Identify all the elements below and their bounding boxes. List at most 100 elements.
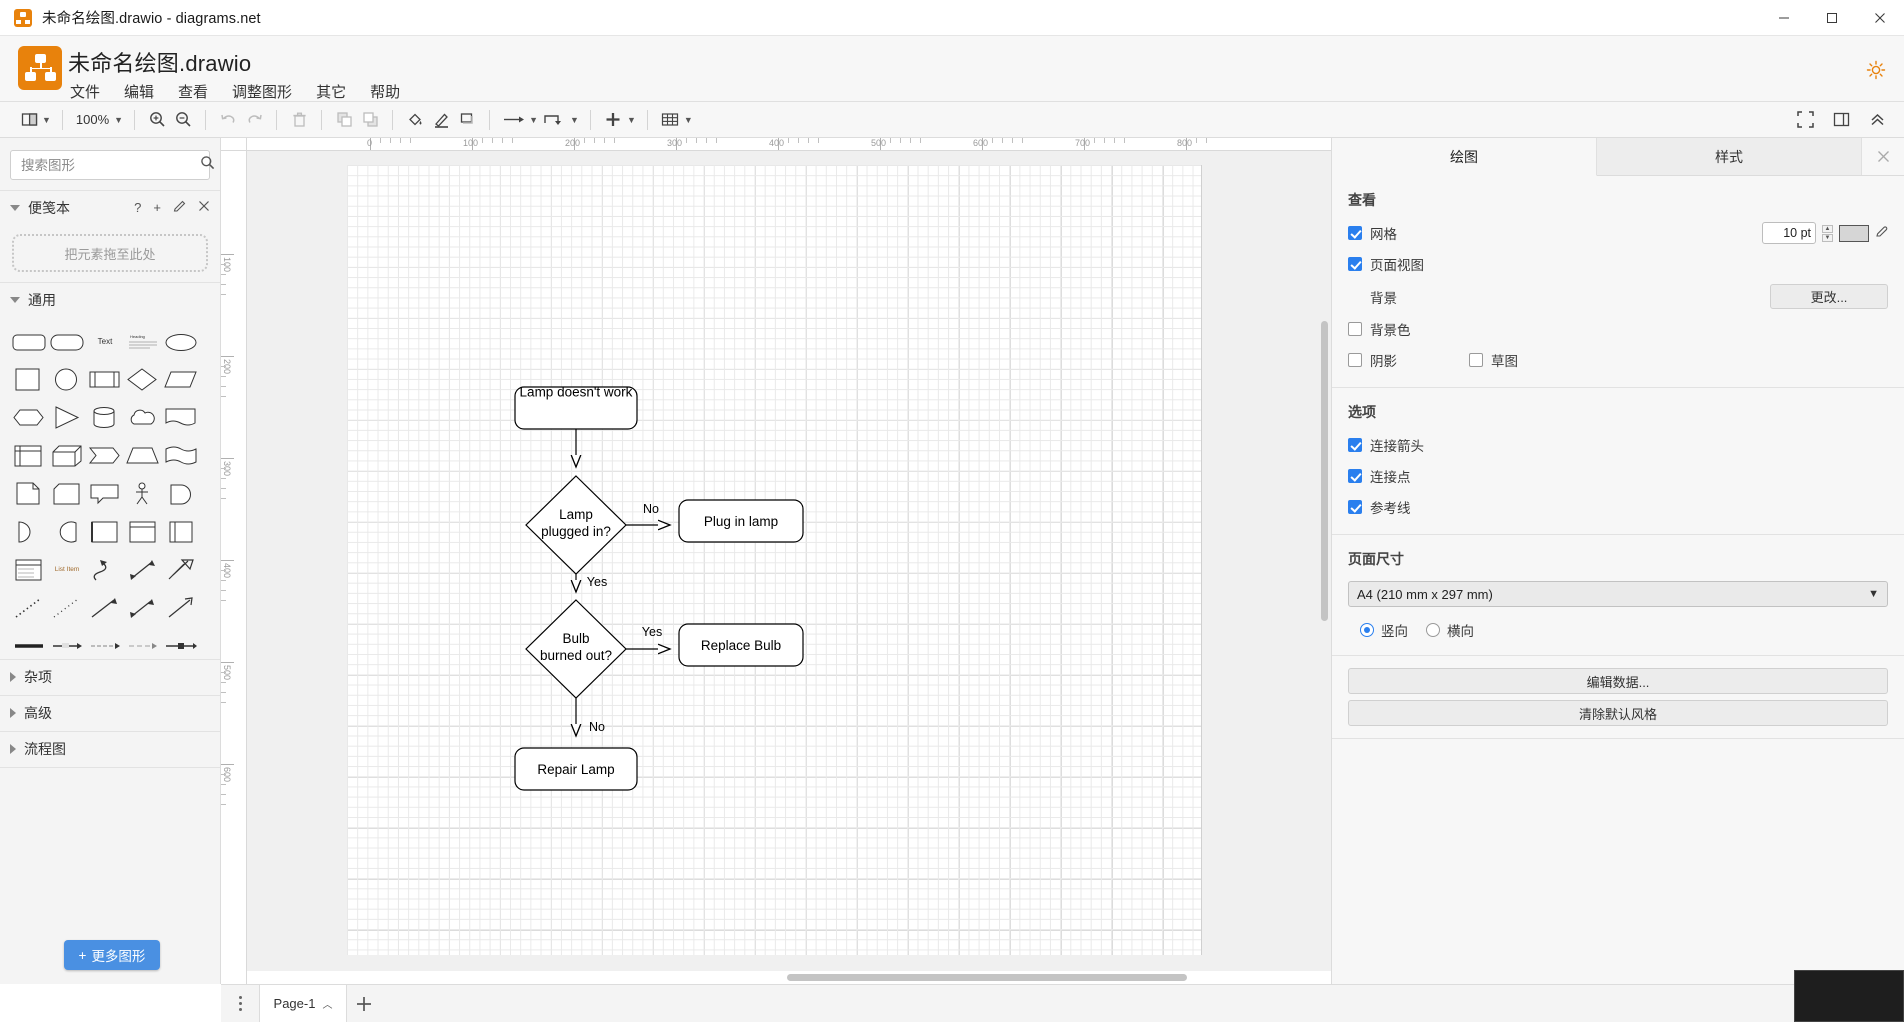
vertical-scroll-thumb[interactable] (1321, 321, 1328, 621)
shape-list[interactable] (10, 552, 48, 587)
shape-diamond[interactable] (124, 362, 162, 397)
page-tab-page-1[interactable]: Page-1 ︿ (259, 984, 347, 1022)
menu-edit[interactable]: 编辑 (124, 84, 155, 101)
search-shapes-box[interactable] (10, 150, 215, 180)
shadow-icon[interactable] (454, 107, 480, 133)
change-background-button[interactable]: 更改... (1770, 284, 1888, 309)
view-layout-icon[interactable]: ▼ (18, 107, 53, 133)
more-shapes-button[interactable]: + 更多图形 (64, 940, 160, 970)
connection-arrows-checkbox[interactable] (1348, 438, 1362, 452)
shape-double-arrow[interactable] (124, 590, 162, 625)
shape-document[interactable] (162, 400, 200, 435)
fullscreen-icon[interactable] (1792, 107, 1818, 133)
node-repair-lamp[interactable]: Repair Lamp (514, 747, 638, 791)
format-panel-toggle-icon[interactable] (1828, 107, 1854, 133)
edit-data-button[interactable]: 编辑数据... (1348, 668, 1888, 694)
shape-text[interactable]: Text (97, 337, 113, 346)
connection-points-checkbox[interactable] (1348, 469, 1362, 483)
shape-arrow-with-box[interactable] (162, 628, 200, 663)
edge-n4-n6[interactable]: No (576, 698, 605, 736)
shape-step[interactable] (86, 438, 124, 473)
clear-default-style-button[interactable]: 清除默认风格 (1348, 700, 1888, 726)
zoom-level-dropdown[interactable]: 100% ▼ (72, 107, 125, 133)
shape-callout[interactable] (86, 476, 124, 511)
zoom-caret[interactable]: ▼ (114, 114, 124, 125)
canvas-horizontal-scrollbar[interactable] (247, 971, 1331, 984)
eyedropper-icon[interactable] (1875, 225, 1888, 241)
shape-cylinder[interactable] (86, 400, 124, 435)
tab-diagram[interactable]: 绘图 (1332, 138, 1597, 176)
shape-rounded-rect[interactable] (10, 324, 48, 359)
shape-note[interactable] (10, 476, 48, 511)
background-color-checkbox[interactable] (1348, 322, 1362, 336)
orientation-portrait-radio[interactable] (1360, 623, 1374, 637)
shape-dotted-line-2[interactable] (48, 590, 86, 625)
shape-arrow-open[interactable] (162, 590, 200, 625)
page-size-select[interactable]: A4 (210 mm x 297 mm) ▼ (1348, 581, 1888, 607)
sidebar-section-scratchpad[interactable]: 便笺本 ? + (0, 190, 220, 224)
shape-list-item[interactable]: List Item (54, 566, 80, 573)
shape-parallelogram[interactable] (162, 362, 200, 397)
shape-thick-line[interactable] (10, 628, 48, 663)
grid-size-input[interactable]: 10 pt (1762, 222, 1816, 244)
sidebar-section-general[interactable]: 通用 (0, 282, 220, 316)
waypoint-icon[interactable]: ▼ (540, 107, 581, 133)
insert-plus-icon[interactable]: ▼ (600, 107, 638, 133)
shape-curve-arrow[interactable] (86, 552, 124, 587)
outline-thumbnail-overlay[interactable] (1794, 970, 1904, 1022)
tab-style[interactable]: 样式 (1597, 138, 1862, 175)
edge-n2-n3[interactable]: No (626, 502, 670, 525)
shape-trapezoid[interactable] (124, 438, 162, 473)
shape-cube[interactable] (48, 438, 86, 473)
zoom-out-icon[interactable] (170, 107, 196, 133)
grid-size-stepper[interactable]: ▲ ▼ (1822, 224, 1833, 242)
shape-bidirectional-arrow[interactable] (124, 552, 162, 587)
search-icon[interactable] (200, 155, 215, 175)
waypoint-caret[interactable]: ▼ (570, 114, 579, 125)
add-page-plus-icon[interactable] (347, 985, 381, 1022)
node-replace-bulb[interactable]: Replace Bulb (678, 623, 804, 667)
stepper-down[interactable]: ▼ (1822, 233, 1833, 242)
view-layout-caret[interactable]: ▼ (42, 114, 51, 125)
shape-cloud[interactable] (124, 400, 162, 435)
scratchpad-drop-area[interactable]: 把元素拖至此处 (12, 234, 208, 272)
shape-triangle[interactable] (48, 400, 86, 435)
node-lamp-doesnt-work[interactable]: Lamp doesn't work (514, 385, 638, 430)
fill-color-icon[interactable] (402, 107, 428, 133)
send-to-back-icon[interactable] (357, 107, 383, 133)
close-format-panel-icon[interactable] (1862, 138, 1904, 175)
shape-process[interactable] (86, 362, 124, 397)
search-input[interactable] (19, 156, 200, 174)
shape-sum[interactable] (48, 514, 86, 549)
table-icon[interactable]: ▼ (657, 107, 695, 133)
grid-color-swatch[interactable] (1839, 224, 1869, 242)
shape-circle[interactable] (48, 362, 86, 397)
shape-labeled-arrow[interactable] (48, 628, 86, 663)
stepper-up[interactable]: ▲ (1822, 224, 1833, 233)
page-sheet[interactable]: Lamp doesn't work Lamp plugged in? (347, 165, 1202, 955)
close-button[interactable] (1856, 0, 1904, 36)
menu-help[interactable]: 帮助 (370, 84, 401, 101)
undo-icon[interactable] (215, 107, 241, 133)
edge-n4-n5[interactable]: Yes (626, 625, 670, 649)
shape-or[interactable] (10, 514, 48, 549)
delete-trash-icon[interactable] (286, 107, 312, 133)
edge-n2-n4[interactable]: Yes (576, 574, 607, 592)
document-title[interactable]: 未命名绘图.drawio (68, 51, 252, 76)
guides-checkbox[interactable] (1348, 500, 1362, 514)
help-icon[interactable]: ? (134, 200, 142, 215)
shape-dotted-line[interactable] (10, 590, 48, 625)
table-caret[interactable]: ▼ (683, 114, 693, 125)
shape-rounded-rect-2[interactable] (48, 324, 86, 359)
shadow-checkbox[interactable] (1348, 353, 1362, 367)
node-bulb-burned-out[interactable]: Bulb burned out? (525, 599, 627, 699)
grid-checkbox[interactable] (1348, 226, 1362, 240)
connection-arrow-icon[interactable]: ▼ (499, 107, 540, 133)
maximize-button[interactable] (1808, 0, 1856, 36)
shape-divided-box[interactable] (162, 514, 200, 549)
shape-frame[interactable] (124, 514, 162, 549)
shape-container[interactable] (86, 514, 124, 549)
close-icon[interactable] (198, 200, 210, 215)
shape-tape[interactable] (162, 438, 200, 473)
chevron-up-icon[interactable]: ︿ (322, 1000, 333, 1011)
